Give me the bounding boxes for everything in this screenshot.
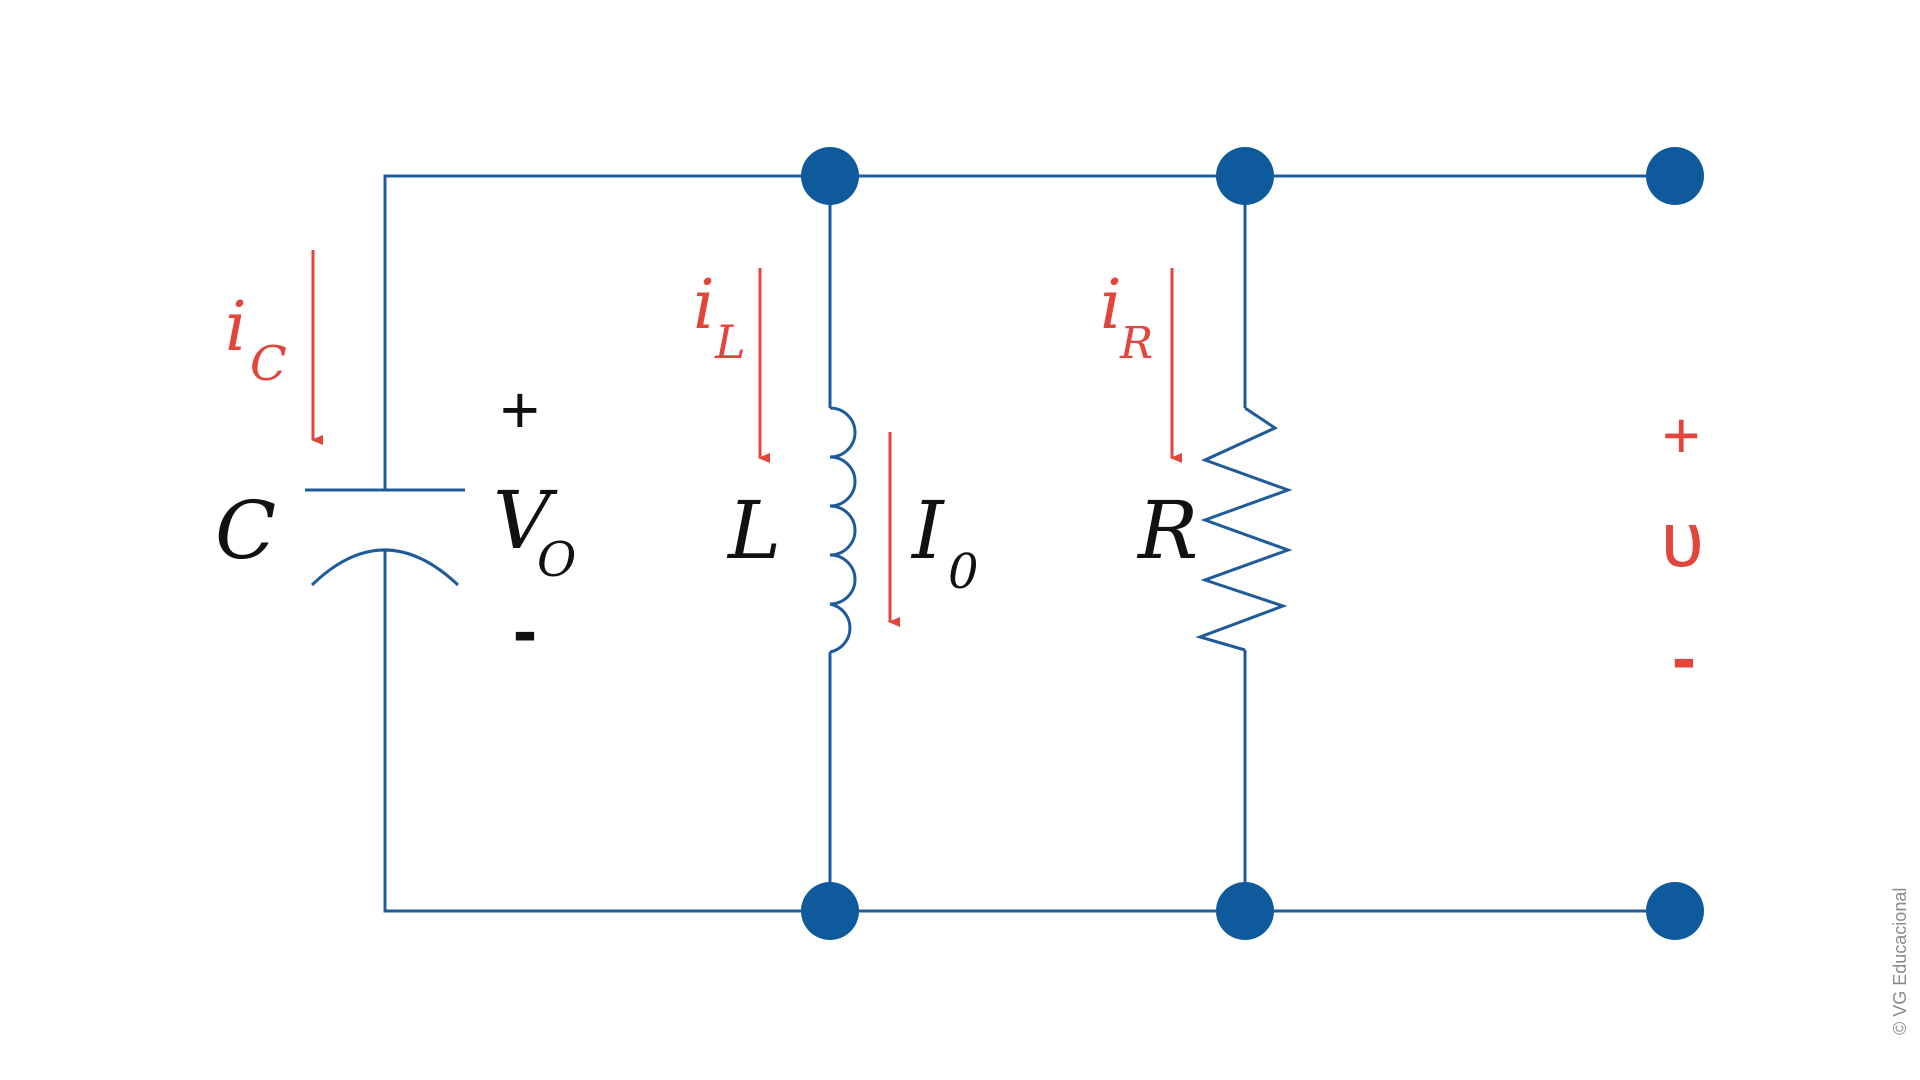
current-c-subscript: C: [250, 336, 287, 392]
top-wire: [383, 174, 1675, 490]
resistor-zigzag: [1195, 406, 1293, 652]
vo-minus-sign: -: [513, 591, 537, 671]
node-top-inductor: [801, 147, 859, 205]
output-plus-sign: +: [1662, 398, 1701, 472]
copyright-credit: © VG Educacional: [1890, 888, 1910, 1035]
terminal-top[interactable]: [1646, 147, 1704, 205]
current-c-symbol: i: [225, 288, 247, 367]
vo-subscript: O: [537, 532, 576, 588]
i0-subscript: 0: [948, 544, 979, 600]
capacitor-label: C: [215, 484, 276, 577]
node-bottom-inductor: [801, 882, 859, 940]
node-top-resistor: [1216, 147, 1274, 205]
vo-plus-sign: +: [500, 372, 540, 448]
resistor-label: R: [1136, 484, 1198, 577]
output-voltage-symbol: υ: [1661, 495, 1704, 583]
current-l-subscript: L: [714, 315, 746, 369]
inductor-label: L: [726, 484, 781, 577]
capacitor-bottom-plate: [310, 548, 460, 587]
current-r-subscript: R: [1119, 318, 1153, 369]
terminal-bottom[interactable]: [1646, 882, 1704, 940]
current-r-symbol: i: [1100, 266, 1122, 345]
i0-symbol: I: [910, 484, 945, 577]
node-bottom-resistor: [1216, 882, 1274, 940]
inductor-coil: [829, 406, 857, 654]
output-minus-sign: -: [1672, 618, 1696, 698]
bottom-wire: [383, 550, 1675, 913]
vo-symbol: V: [493, 474, 558, 567]
current-l-symbol: i: [693, 266, 715, 345]
